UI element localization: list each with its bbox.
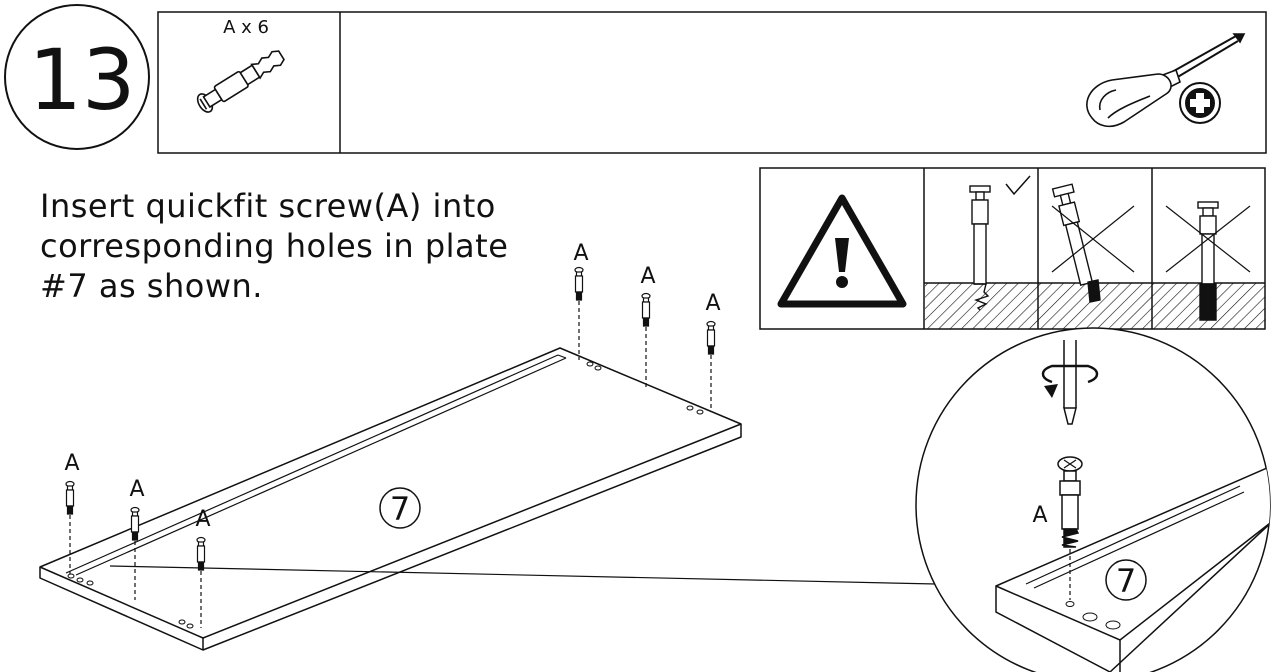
instruction-line-3: #7 as shown. (40, 267, 263, 305)
detail-view: A 7 (915, 327, 1271, 672)
instruction-line-2: corresponding holes in plate (40, 227, 509, 265)
step-number: 13 (29, 31, 136, 129)
detail-quickfit-screw (1057, 456, 1083, 600)
instruction-text: Insert quickfit screw(A) into correspond… (40, 186, 540, 306)
screw-label-4: A (573, 241, 588, 266)
screw-label-2: A (129, 477, 144, 502)
warning-panel (759, 167, 1266, 330)
quickfit-screw-2 (130, 506, 140, 600)
overtightened-installation (1197, 201, 1219, 321)
plate-number: 7 (390, 490, 410, 528)
cross-out-icon (1051, 205, 1135, 273)
quickfit-screw-3 (196, 536, 206, 628)
parts-box: A x 6 (157, 11, 1267, 154)
quickfit-screw-icon (196, 50, 285, 113)
quickfit-screw-5 (641, 292, 651, 388)
quickfit-screw-1 (65, 480, 75, 574)
quickfit-screw-4 (574, 266, 584, 360)
detail-leader-line (109, 565, 937, 585)
screw-label-1: A (64, 451, 79, 476)
detail-screw-label: A (1032, 503, 1047, 528)
screw-label-5: A (640, 264, 655, 289)
step-number-badge: 13 (4, 4, 150, 150)
cross-out-icon-2 (1165, 205, 1251, 273)
quickfit-screw-6 (706, 320, 716, 412)
checkmark-icon (1005, 175, 1031, 196)
plate-number-label: 7 (379, 487, 421, 529)
warning-triangle-icon (777, 194, 907, 308)
screwdriver-tip-icon (1063, 340, 1077, 425)
rotate-arrow-icon (1041, 364, 1099, 398)
instruction-line-1: Insert quickfit screw(A) into (40, 187, 496, 225)
phillips-head-icon (1179, 82, 1221, 124)
detail-plate-number: 7 (1116, 562, 1136, 600)
screw-label-3: A (195, 507, 210, 532)
parts-quantity-label: A x 6 (223, 17, 269, 38)
screwdriver-icon (1086, 33, 1246, 128)
screw-label-6: A (705, 291, 720, 316)
screws: A A A A A A (64, 241, 721, 628)
correct-installation (969, 185, 991, 311)
